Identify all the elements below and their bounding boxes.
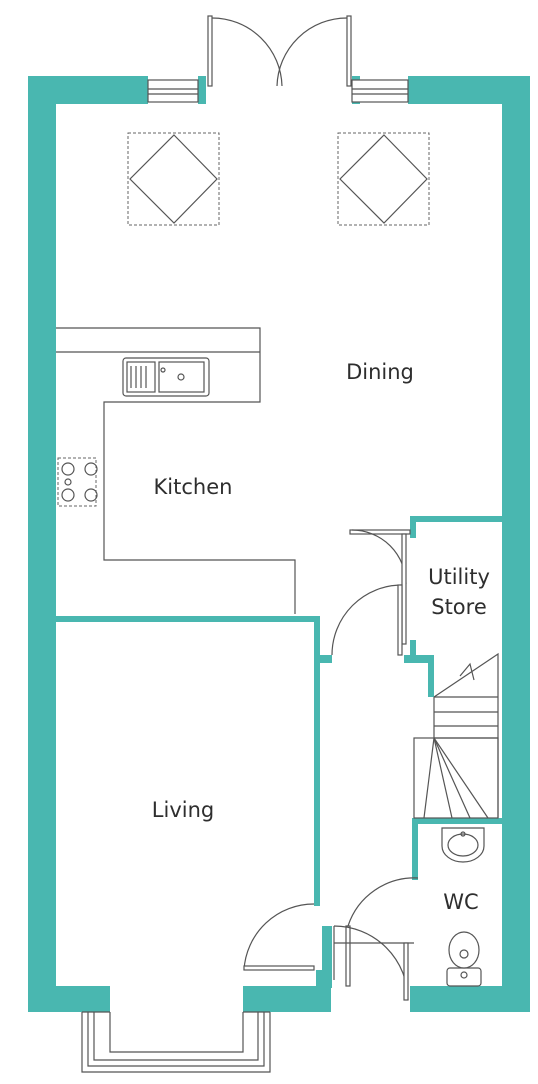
outer-walls xyxy=(28,76,530,1012)
wall-utility-left-low xyxy=(410,640,416,662)
room-label-living: Living xyxy=(152,798,214,822)
wall-living-right-stub xyxy=(314,655,332,663)
door-icon xyxy=(243,903,315,971)
wall-right xyxy=(502,76,530,1012)
room-label-wc: WC xyxy=(443,890,478,914)
wall-bottom-mid xyxy=(243,986,331,1012)
wall-utility-top xyxy=(412,516,502,522)
hob-icon xyxy=(57,457,98,507)
door-frame-right xyxy=(346,15,352,87)
wall-left xyxy=(28,76,56,1012)
room-label-dining: Dining xyxy=(346,360,414,384)
stairs-icon xyxy=(413,652,499,819)
window-icon xyxy=(351,79,409,103)
door-icon xyxy=(333,877,419,1001)
wall-utility-stub xyxy=(404,655,434,663)
skylight-icon xyxy=(127,132,220,226)
door-frame-left xyxy=(207,15,213,87)
kitchen-counters xyxy=(56,327,296,614)
wall-living-right xyxy=(314,616,320,906)
wall-stair-left xyxy=(428,655,434,697)
wall-bottom-left xyxy=(28,986,110,1012)
sink-icon xyxy=(122,357,210,397)
window-icon xyxy=(147,79,199,103)
patio-doors xyxy=(147,15,409,103)
toilet-icon xyxy=(446,931,482,987)
wall-hall-low xyxy=(322,926,332,988)
wall-living-right-low xyxy=(316,970,324,988)
door-icon xyxy=(331,584,403,656)
door-icon xyxy=(211,17,283,87)
internal-walls xyxy=(56,516,502,1012)
wall-wc-left xyxy=(412,818,418,880)
wall-wc-left-low xyxy=(410,988,418,1012)
wall-utility-left-top xyxy=(410,516,416,538)
room-label-store: Store xyxy=(431,595,487,619)
room-label-kitchen: Kitchen xyxy=(154,475,233,499)
wall-top-mid-left xyxy=(198,76,206,104)
wall-living-top xyxy=(56,616,320,622)
wall-bottom-right xyxy=(410,986,530,1012)
wall-wc-top xyxy=(412,818,502,824)
basin-icon xyxy=(441,827,485,863)
bay-window-icon xyxy=(81,1011,271,1073)
skylight-icon xyxy=(337,132,430,226)
door-icon xyxy=(276,17,348,87)
room-label-utility: Utility xyxy=(428,565,490,589)
